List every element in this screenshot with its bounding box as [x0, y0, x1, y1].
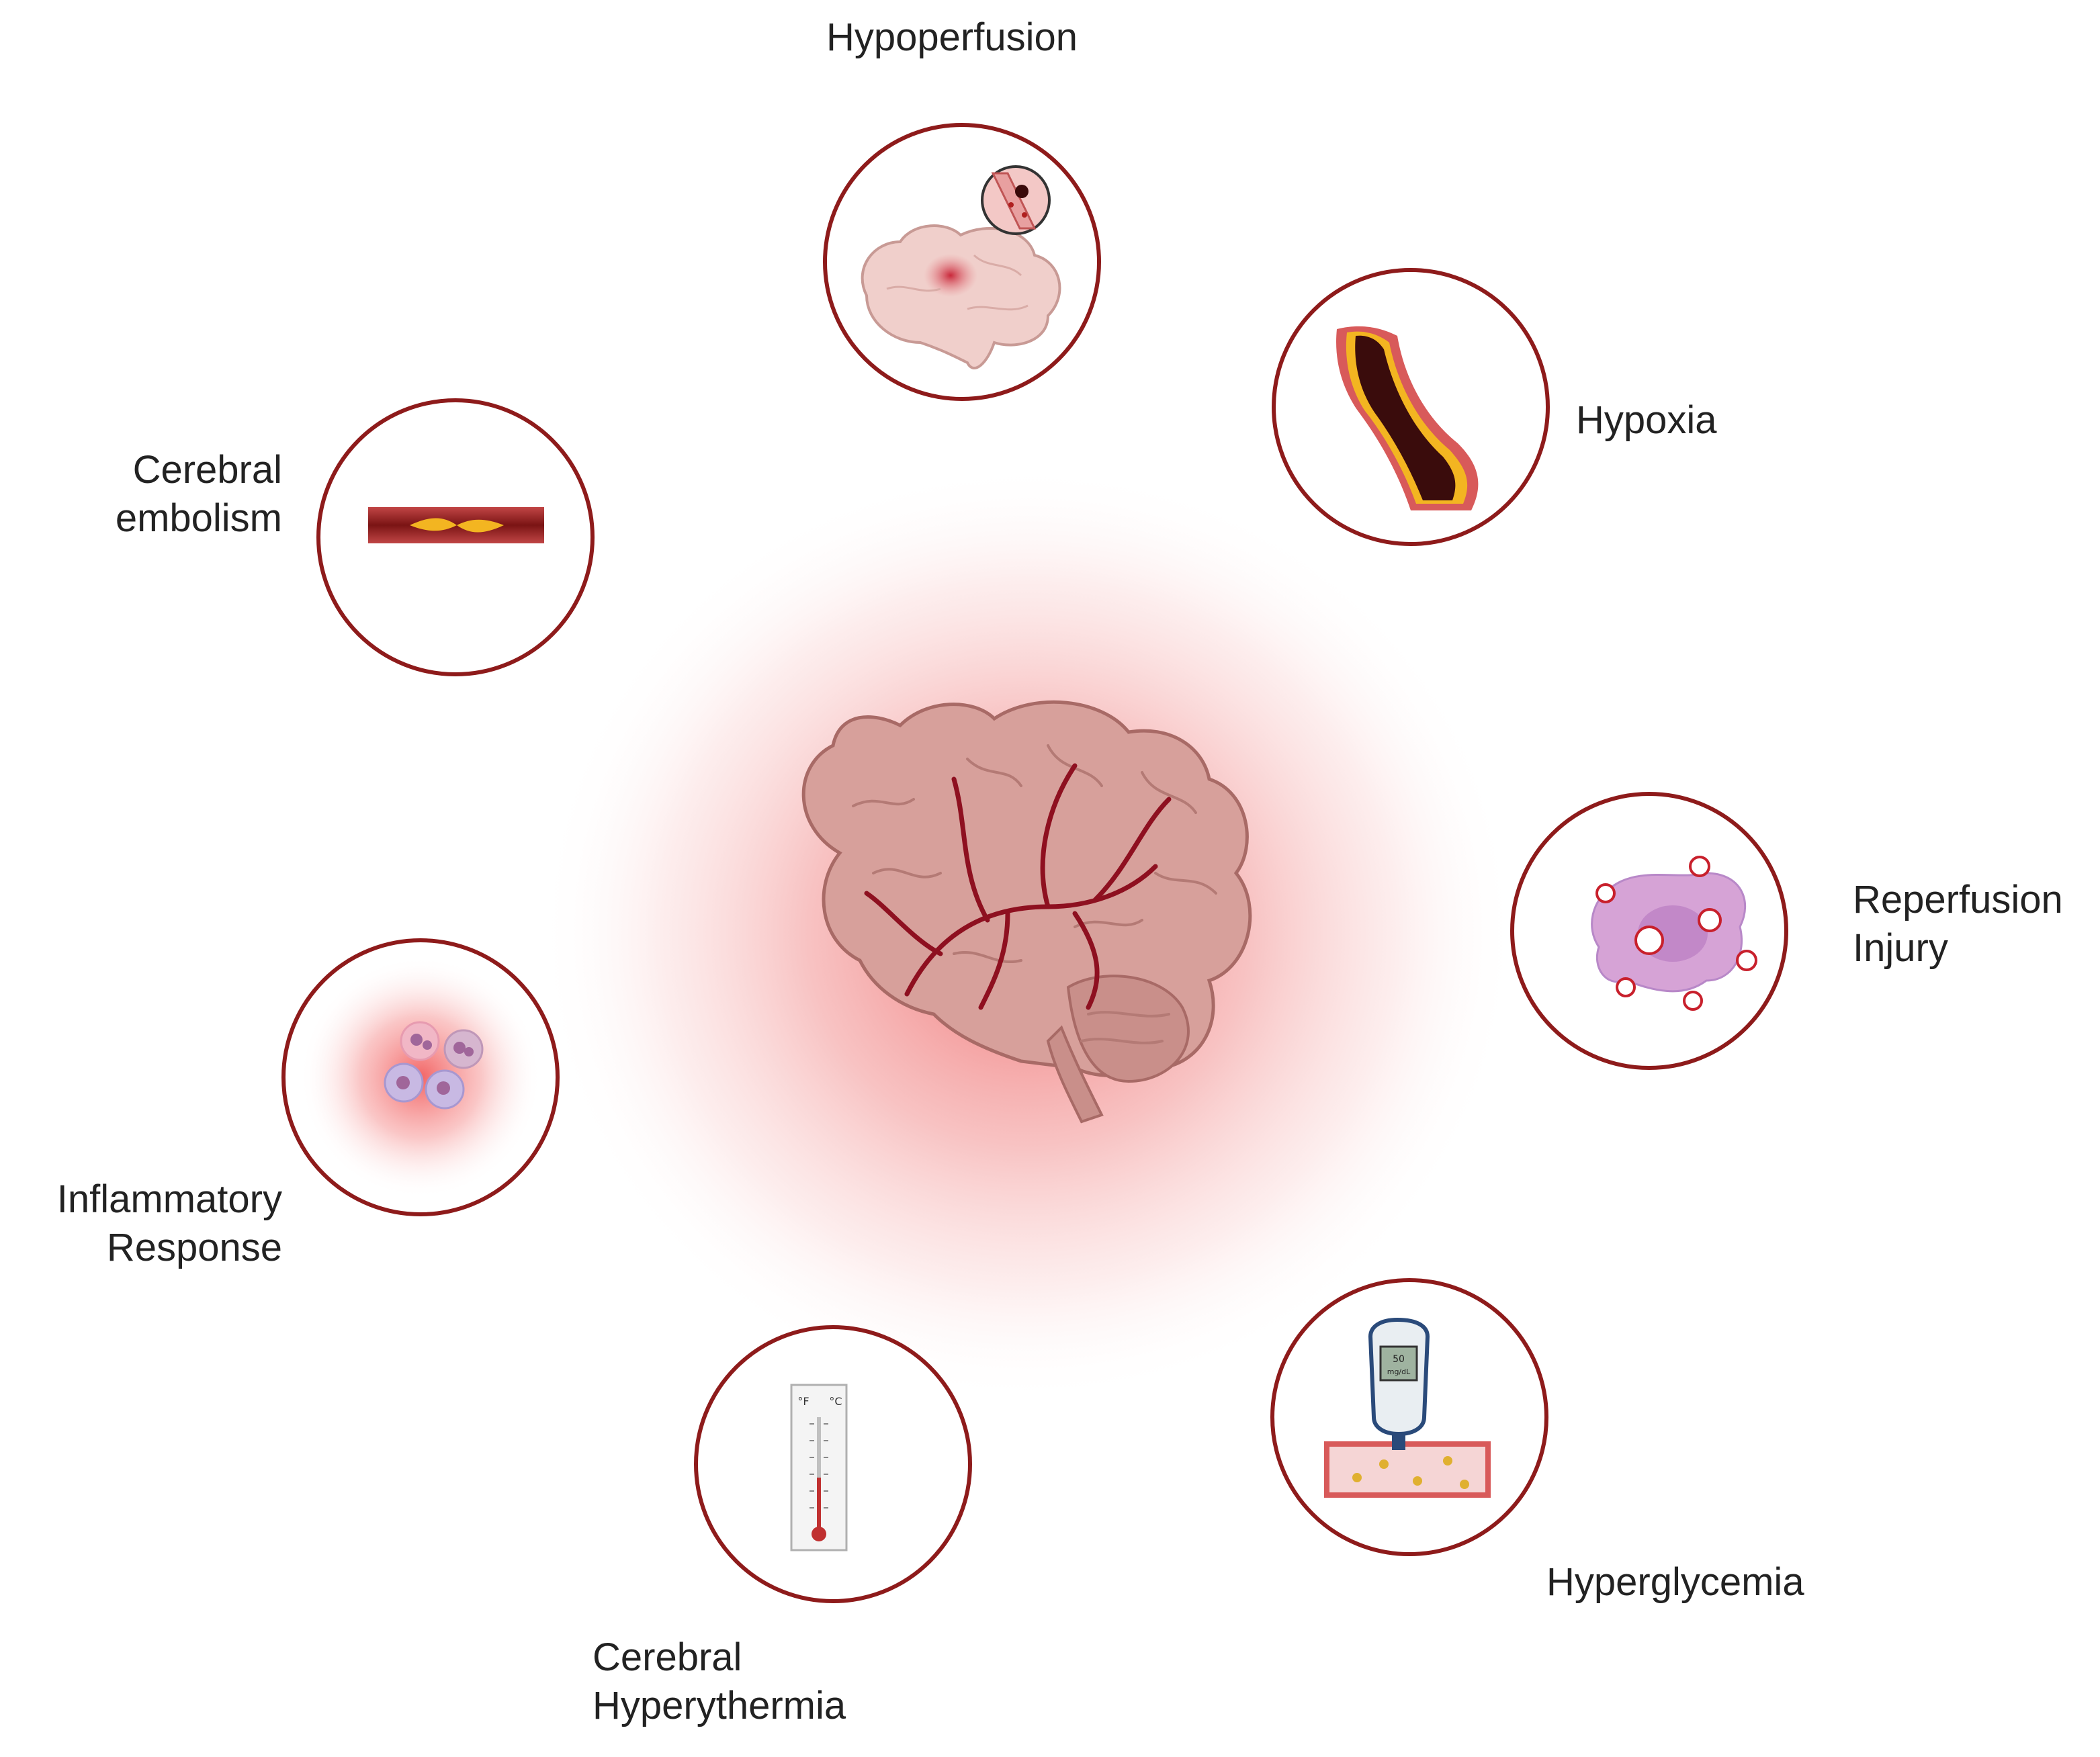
glucose-value: 50	[1393, 1354, 1405, 1365]
hyperglycemia-label-line: Hyperglycemia	[1546, 1560, 1804, 1604]
hypoxia-label: Hypoxia	[1576, 396, 1717, 445]
glucose-unit: mg/dL	[1387, 1367, 1411, 1376]
reperfusion-injury-label-line-1: Reperfusion	[1853, 878, 2063, 921]
reperfusion-injury-label-line-2: Injury	[1853, 926, 1948, 970]
cerebral-embolism-label: Cerebral embolism	[81, 446, 282, 543]
hypoperfusion-label: Hypoperfusion	[826, 13, 1078, 62]
brain-vessel-icon	[861, 165, 1061, 369]
hypoperfusion-label-line: Hypoperfusion	[826, 15, 1078, 59]
thermometer-right-unit: °C	[829, 1395, 842, 1408]
cerebral-hyperthermia-label-line-1: Cerebral	[593, 1635, 742, 1679]
thermometer-icon: °F °C	[790, 1384, 848, 1551]
brain-icon	[801, 700, 1252, 1124]
immune-cells-icon	[300, 956, 541, 1198]
hypoxia-label-line: Hypoxia	[1576, 398, 1717, 442]
glucose-meter-icon: 50 mg/dL	[1324, 1317, 1491, 1498]
narrowed-artery-icon	[1336, 326, 1479, 510]
cerebral-hyperthermia-label: Cerebral Hyperythermia	[593, 1633, 846, 1730]
reperfusion-injury-label: Reperfusion Injury	[1853, 876, 2063, 973]
inflammatory-response-label: Inflammatory Response	[21, 1175, 282, 1272]
cerebral-embolism-label-line-2: embolism	[115, 496, 282, 540]
hyperglycemia-label: Hyperglycemia	[1546, 1558, 1804, 1607]
embolism-vessel-icon	[368, 507, 544, 543]
inflammatory-response-label-line-2: Response	[106, 1226, 282, 1269]
oxidative-cell-icon	[1591, 856, 1757, 1011]
cerebral-embolism-label-line-1: Cerebral	[132, 448, 282, 492]
thermometer-left-unit: °F	[797, 1395, 809, 1408]
inflammatory-response-label-line-1: Inflammatory	[56, 1177, 282, 1221]
cerebral-hyperthermia-label-line-2: Hyperythermia	[593, 1684, 846, 1727]
